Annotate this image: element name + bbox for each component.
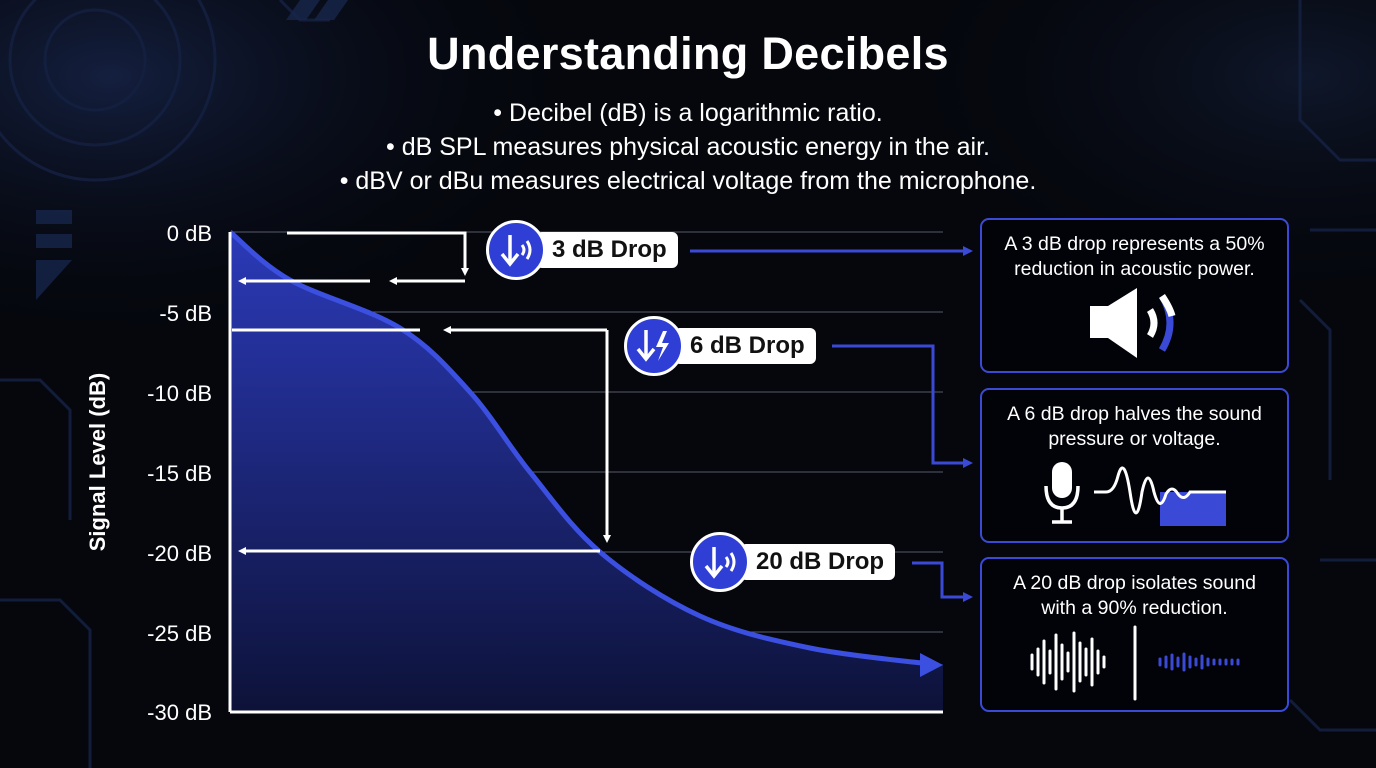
info-text-line: A 3 dB drop represents a 50% — [1004, 233, 1265, 255]
microphone-waveform-icon — [1044, 462, 1226, 526]
drop-label: 3 dB Drop — [536, 232, 678, 268]
down-arrow-sound-icon — [690, 532, 750, 592]
signal-area — [230, 232, 943, 712]
drop-badge-20db: 20 dB Drop — [690, 532, 896, 592]
bullet-item: • Decibel (dB) is a logarithmic ratio. — [493, 99, 883, 127]
info-text-line: pressure or voltage. — [1048, 428, 1221, 450]
y-tick-label: -30 dB — [147, 700, 212, 725]
drop-label: 6 dB Drop — [674, 328, 816, 364]
info-box-6db: A 6 dB drop halves the sound pressure or… — [980, 388, 1289, 543]
down-arrow-bolt-icon — [624, 316, 684, 376]
down-arrow-sound-icon — [486, 220, 546, 280]
y-tick-label: -5 dB — [159, 301, 212, 326]
page-title: Understanding Decibels — [427, 28, 949, 79]
axes — [228, 232, 943, 714]
info-text-line: A 20 dB drop isolates sound — [1013, 572, 1256, 594]
y-tick-label: -10 dB — [147, 381, 212, 406]
drop-label: 20 dB Drop — [740, 544, 896, 580]
bullet-item: • dBV or dBu measures electrical voltage… — [339, 167, 1037, 195]
info-box-20db: A 20 dB drop isolates sound with a 90% r… — [980, 557, 1289, 712]
y-tick-label: -25 dB — [147, 621, 212, 646]
info-box-3db: A 3 dB drop represents a 50% reduction i… — [980, 218, 1289, 373]
info-text-line: with a 90% reduction. — [1041, 597, 1228, 619]
bullet-item: • dB SPL measures physical acoustic ener… — [386, 133, 990, 161]
signal-curve — [228, 230, 931, 667]
speaker-icon — [1090, 288, 1176, 358]
connector-6db — [832, 344, 973, 468]
waveform-reduction-icon — [1030, 625, 1240, 701]
y-tick-label: -20 dB — [147, 541, 212, 566]
y-tick-label: 0 dB — [166, 221, 212, 246]
connector-20db — [912, 561, 973, 602]
drop-3db-arrow-down — [287, 231, 469, 276]
info-text-line: A 6 dB drop halves the sound — [1007, 403, 1262, 425]
y-tick-label: -15 dB — [147, 461, 212, 486]
drop-badge-3db: 3 dB Drop — [486, 220, 678, 280]
bullet-list: • Decibel (dB) is a logarithmic ratio. •… — [0, 96, 1376, 198]
info-text-line: reduction in acoustic power. — [1014, 258, 1255, 280]
curve-arrowhead — [920, 653, 943, 677]
drop-badge-6db: 6 dB Drop — [624, 316, 816, 376]
